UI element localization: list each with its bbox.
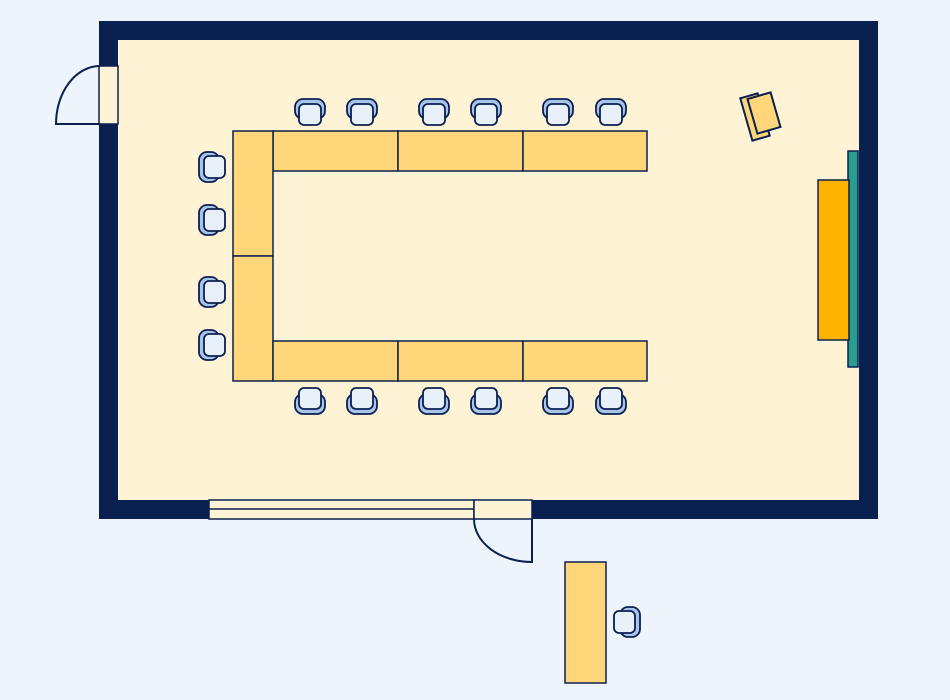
left-door-opening <box>98 65 119 125</box>
chair[interactable] <box>542 98 574 126</box>
bottom-door-opening <box>473 499 533 520</box>
chairs <box>198 98 641 638</box>
left-door-swing[interactable] <box>54 65 101 125</box>
table <box>232 130 274 257</box>
chair[interactable] <box>542 387 574 415</box>
stage <box>817 179 850 341</box>
chair[interactable] <box>198 329 226 361</box>
chair[interactable] <box>470 387 502 415</box>
podium[interactable] <box>739 91 782 142</box>
table <box>397 130 524 172</box>
tables <box>232 130 648 382</box>
chair[interactable] <box>198 151 226 183</box>
chair[interactable] <box>613 606 641 638</box>
table <box>522 340 648 382</box>
table <box>522 130 648 172</box>
chair[interactable] <box>418 387 450 415</box>
chair[interactable] <box>346 387 378 415</box>
table <box>232 255 274 382</box>
chair[interactable] <box>418 98 450 126</box>
chair[interactable] <box>198 204 226 236</box>
window <box>208 499 475 520</box>
table <box>272 340 399 382</box>
reception-desk <box>564 561 607 684</box>
table <box>397 340 524 382</box>
chair[interactable] <box>470 98 502 126</box>
chair[interactable] <box>294 98 326 126</box>
bottom-door-swing[interactable] <box>473 518 533 564</box>
chair[interactable] <box>595 387 627 415</box>
chair[interactable] <box>346 98 378 126</box>
table <box>272 130 399 172</box>
chair[interactable] <box>198 276 226 308</box>
chair[interactable] <box>595 98 627 126</box>
chair[interactable] <box>294 387 326 415</box>
